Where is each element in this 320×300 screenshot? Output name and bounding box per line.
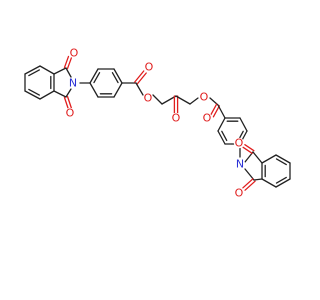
- double-bond-line: [244, 180, 256, 191]
- oxygen-atom-label-background: [198, 91, 210, 103]
- single-bond: [113, 68, 123, 84]
- single-bond: [53, 90, 67, 98]
- oxygen-atom-label-background: [201, 112, 213, 124]
- bond-layer: [24, 55, 291, 191]
- double-bond-line: [242, 178, 254, 189]
- aromatic-inner-bond: [275, 158, 287, 166]
- single-bond: [253, 178, 263, 181]
- single-bond: [89, 82, 99, 98]
- oxygen-atom-label: O: [172, 112, 181, 125]
- single-bond: [113, 82, 123, 98]
- oxygen-atom-label: O: [145, 61, 154, 74]
- double-bond-line: [209, 103, 218, 116]
- single-bond: [53, 67, 67, 75]
- single-bond: [24, 65, 41, 75]
- double-bond-line: [244, 144, 255, 152]
- single-bond: [65, 88, 72, 98]
- oxygen-atom-label-background: [142, 92, 154, 104]
- aromatic-inner-bond: [28, 69, 40, 77]
- oxygen-atom-label: O: [235, 137, 244, 150]
- single-bond: [24, 90, 41, 100]
- oxygen-atom-label: O: [235, 187, 244, 200]
- single-bond: [244, 168, 255, 181]
- aromatic-inner-bond: [275, 176, 287, 184]
- oxygen-atom-label-background: [64, 107, 76, 119]
- nitrogen-atom-label: N: [236, 158, 244, 171]
- single-bond: [161, 95, 177, 105]
- double-bond-line: [134, 70, 145, 83]
- single-bond: [189, 97, 199, 105]
- double-bond-line: [242, 146, 253, 154]
- single-bond: [152, 94, 163, 105]
- oxygen-atom-label: O: [144, 92, 153, 105]
- oxygen-atom-label: O: [203, 112, 212, 125]
- double-bond-line: [66, 95, 73, 110]
- single-bond: [39, 65, 55, 75]
- oxygen-atom-label: O: [66, 107, 75, 120]
- single-bond: [39, 90, 55, 100]
- single-bond: [89, 68, 99, 84]
- nitrogen-atom-label-background: [67, 77, 79, 89]
- aromatic-inner-bond: [221, 130, 228, 142]
- nitrogen-atom-label: N: [69, 77, 77, 90]
- double-bond-line: [63, 55, 70, 69]
- single-bond: [217, 130, 226, 145]
- single-bond: [261, 154, 277, 164]
- aromatic-inner-bond: [28, 88, 40, 96]
- single-bond: [217, 104, 226, 119]
- oxygen-atom-label-background: [233, 137, 245, 149]
- single-bond: [175, 95, 191, 105]
- double-bond-line: [212, 105, 221, 118]
- nitrogen-atom-label-background: [234, 158, 246, 170]
- single-bond: [252, 151, 263, 164]
- double-bond-line: [63, 96, 70, 111]
- oxygen-atom-label: O: [200, 91, 209, 104]
- oxygen-atom-label-background: [170, 112, 182, 124]
- single-bond: [135, 82, 144, 96]
- single-bond: [239, 117, 248, 132]
- single-bond: [275, 178, 291, 188]
- single-bond: [261, 178, 277, 188]
- oxygen-atom-label-background: [233, 187, 245, 199]
- single-bond: [217, 117, 226, 132]
- single-bond: [275, 154, 291, 164]
- double-bond-line: [66, 56, 73, 70]
- aromatic-inner-bond: [111, 72, 119, 84]
- double-bond-line: [136, 72, 147, 85]
- oxygen-atom-label-background: [68, 47, 80, 59]
- single-bond: [65, 67, 72, 78]
- oxygen-atom-label-background: [143, 61, 155, 73]
- aromatic-inner-bond: [93, 72, 101, 84]
- oxygen-atom-label: O: [70, 47, 79, 60]
